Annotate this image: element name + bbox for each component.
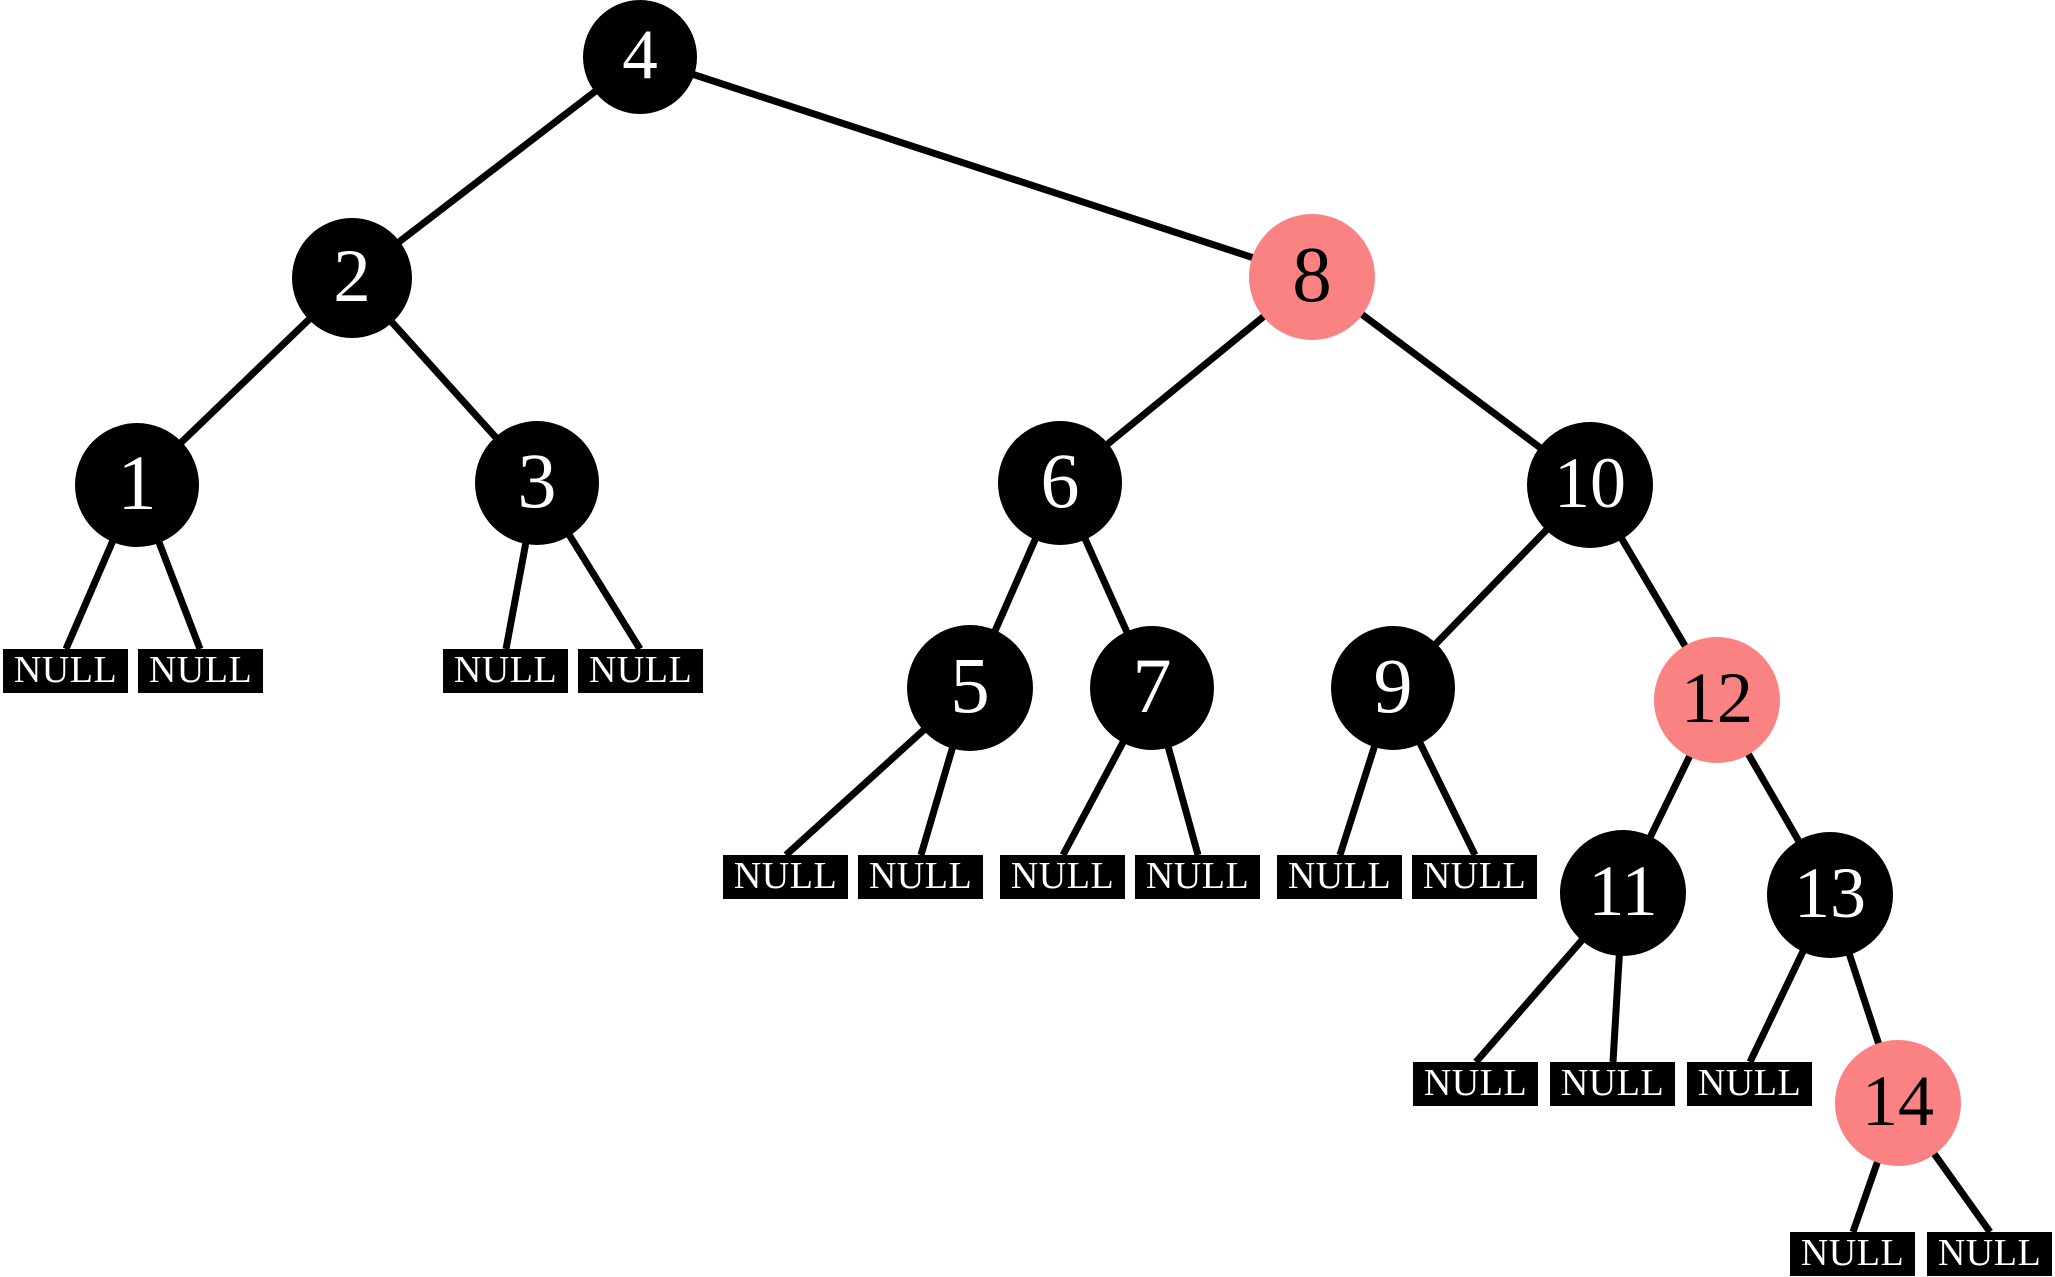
tree-node-label: 7 — [1132, 642, 1172, 729]
tree-edge-n4-n8 — [638, 53, 1314, 281]
null-leaf-label: NULL — [1287, 855, 1392, 897]
tree-null-leaf: NULL — [1412, 855, 1537, 899]
tree-null-leaf: NULL — [1790, 1232, 1915, 1276]
tree-node-12[interactable]: 12 — [1654, 637, 1780, 763]
null-leaf-label: NULL — [1145, 855, 1250, 897]
tree-node-label: 3 — [517, 437, 557, 524]
tree-node-label: 9 — [1373, 642, 1413, 729]
null-leaf-label: NULL — [453, 649, 558, 691]
tree-null-leaf: NULL — [1550, 1062, 1675, 1106]
tree-null-leaf: NULL — [138, 649, 263, 693]
tree-null-leaf: NULL — [858, 855, 983, 899]
null-leaf-label: NULL — [1422, 855, 1527, 897]
null-leaf-label: NULL — [1560, 1062, 1665, 1104]
tree-null-leaf: NULL — [1927, 1232, 2052, 1276]
tree-null-leaf: NULL — [578, 649, 703, 693]
tree-node-label: 1 — [117, 439, 157, 526]
null-leaf-label: NULL — [868, 855, 973, 897]
tree-null-leaf: NULL — [1687, 1062, 1812, 1106]
tree-null-leaf: NULL — [723, 855, 848, 899]
null-leaf-label: NULL — [588, 649, 693, 691]
null-leaf-label: NULL — [733, 855, 838, 897]
tree-node-8[interactable]: 8 — [1249, 214, 1375, 340]
tree-node-label: 4 — [622, 15, 658, 94]
tree-node-label: 11 — [1588, 851, 1658, 931]
tree-null-leaf: NULL — [1413, 1062, 1538, 1106]
tree-node-label: 2 — [333, 234, 371, 318]
tree-node-4[interactable]: 4 — [583, 0, 697, 114]
tree-node-6[interactable]: 6 — [998, 421, 1122, 545]
tree-null-leaf: NULL — [1000, 855, 1125, 899]
tree-node-13[interactable]: 13 — [1767, 832, 1893, 958]
tree-node-label: 12 — [1681, 658, 1753, 738]
tree-node-label: 5 — [950, 642, 990, 730]
tree-node-14[interactable]: 14 — [1835, 1040, 1961, 1166]
tree-node-label: 14 — [1862, 1061, 1934, 1141]
tree-node-3[interactable]: 3 — [475, 421, 599, 545]
null-leaf-label: NULL — [1937, 1232, 2042, 1274]
tree-null-leaf: NULL — [1277, 855, 1402, 899]
tree-node-label: 8 — [1292, 231, 1332, 319]
null-leaf-label: NULL — [1010, 855, 1115, 897]
tree-null-leaf: NULL — [443, 649, 568, 693]
tree-node-1[interactable]: 1 — [75, 423, 199, 547]
null-leaf-label: NULL — [13, 649, 118, 691]
tree-node-10[interactable]: 10 — [1527, 422, 1653, 548]
null-leaf-label: NULL — [148, 649, 253, 691]
tree-node-label: 10 — [1554, 443, 1626, 523]
tree-null-leaf: NULL — [3, 649, 128, 693]
tree-node-11[interactable]: 11 — [1560, 830, 1686, 956]
tree-null-leaf: NULL — [1135, 855, 1260, 899]
tree-node-2[interactable]: 2 — [292, 218, 412, 338]
tree-node-label: 6 — [1040, 437, 1080, 524]
null-leaf-label: NULL — [1800, 1232, 1905, 1274]
tree-node-5[interactable]: 5 — [907, 625, 1033, 751]
tree-node-label: 13 — [1794, 853, 1866, 933]
tree-node-7[interactable]: 7 — [1090, 626, 1214, 750]
null-leaf-label: NULL — [1697, 1062, 1802, 1104]
tree-node-9[interactable]: 9 — [1331, 626, 1455, 750]
null-leaf-label: NULL — [1423, 1062, 1528, 1104]
